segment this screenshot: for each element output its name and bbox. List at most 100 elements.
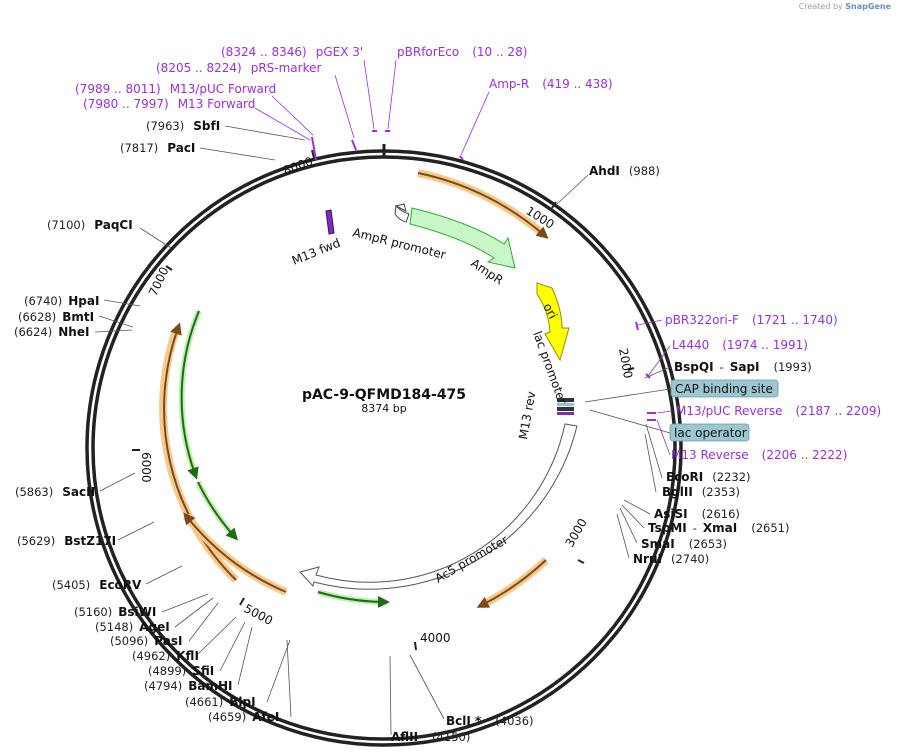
orange-orfs	[159, 169, 549, 609]
svg-text:(5148)AgeI: (5148) AgeI	[95, 620, 170, 634]
site-ecori-pos: (2232)	[712, 470, 750, 484]
feature-label-m13-fwd: M13 fwd	[290, 236, 342, 268]
boxed-labels: CAP binding site lac operator	[669, 379, 779, 442]
primer-marks	[311, 130, 656, 421]
primer-m13-forward-name: M13 Forward	[178, 97, 256, 111]
svg-text:BspQI-SapI(1993): BspQI-SapI(1993)	[674, 360, 812, 374]
site-bmti-name: BmtI	[62, 310, 94, 324]
svg-text:(4962)KflI: (4962) KflI	[132, 649, 199, 663]
orf-orange-1	[417, 172, 549, 239]
site-hpai-pos: (6740)	[24, 294, 62, 308]
primer-m13puc-rev-range: (2187 .. 2209)	[796, 404, 882, 418]
tick-7000	[165, 265, 173, 271]
site-asisi-pos: (2616)	[702, 507, 740, 521]
site-bspqi-pos: (1993)	[774, 360, 812, 374]
site-pasi-pos: (5096)	[110, 634, 148, 648]
site-ahdi-pos: (988)	[629, 164, 660, 178]
site-sacii-pos: (5863)	[15, 485, 53, 499]
primer-pgex-name: pGEX 3'	[316, 45, 363, 59]
svg-text:Amp-R(419 .. 438): Amp-R(419 .. 438)	[489, 77, 613, 91]
site-agei-name: AgeI	[139, 620, 169, 634]
site-tspmi-pos: (2651)	[751, 521, 789, 535]
ampr-arrow	[409, 207, 516, 269]
site-aflii-name: AflII	[391, 730, 418, 744]
orf-orange-4-glow	[182, 513, 288, 596]
site-sfii-pos: (4899)	[148, 664, 186, 678]
tick-label-8000: 8000	[281, 154, 314, 178]
svg-text:BclI *(4036): BclI *(4036)	[446, 714, 534, 728]
ori-arrow	[536, 282, 570, 362]
primer-m13-reverse-range: (2206 .. 2222)	[762, 448, 848, 462]
primer-ampr-name: Amp-R	[489, 77, 529, 91]
snapgene-brand: SnapGene	[845, 2, 891, 11]
site-agei-pos: (5148)	[95, 620, 133, 634]
svg-text:(7989 .. 8011)M13/pUC Forward: (7989 .. 8011)M13/pUC Forward	[75, 82, 276, 96]
site-blpi-pos: (4661)	[185, 695, 223, 709]
svg-text:(5629)BstZ17I: (5629)BstZ17I	[17, 534, 116, 548]
site-bamhi-pos: (4794)	[144, 679, 182, 693]
svg-text:(7980 .. 7997)M13 Forward: (7980 .. 7997) M13 Forward	[83, 97, 255, 111]
site-leaders	[94, 125, 671, 736]
primer-l4440-name: L4440	[672, 338, 709, 352]
site-paci-pos: (7817)	[120, 141, 158, 155]
primer-m13-reverse-name: M13 Reverse	[671, 448, 749, 462]
feature-label-ac5-promoter: Ac5 promoter	[433, 533, 511, 586]
orf-orange-3-glow	[159, 328, 239, 583]
tick-marks	[132, 149, 635, 651]
svg-text:M13 Reverse(2206 .. 2222): M13 Reverse (2206 .. 2222)	[671, 448, 847, 462]
primer-leaders	[254, 59, 673, 456]
lac-operator-label: lac operator	[674, 426, 747, 440]
svg-text:AhdI(988): AhdI(988)	[589, 164, 660, 178]
primer-pbr322ori-range: (1721 .. 1740)	[752, 313, 838, 327]
tick-label-5000: 5000	[242, 601, 276, 628]
site-xmai-name: XmaI	[703, 521, 737, 535]
site-sbfi-name: SbfI	[193, 119, 220, 133]
primer-m13-forward-range: (7980 .. 7997)	[83, 97, 169, 111]
svg-text:(5405)EcoRV: (5405) EcoRV	[52, 578, 142, 592]
orf-orange-2	[476, 559, 547, 608]
site-aflii-pos: (4150)	[432, 730, 470, 744]
svg-text:(6740)HpaI: (6740)HpaI	[24, 294, 99, 308]
site-pasi-name: PasI	[154, 634, 182, 648]
primer-rs-range: (8205 .. 8224)	[156, 61, 242, 75]
site-kfli-name: KflI	[176, 649, 199, 663]
svg-text:(4899)SfiI: (4899)SfiI	[148, 664, 214, 678]
svg-text:(4661)BlpI: (4661) BlpI	[185, 695, 256, 709]
site-bspqi-name: BspQI	[674, 360, 714, 374]
ac5-promoter-arrow	[299, 423, 578, 590]
site-ecorv-name: EcoRV	[99, 578, 142, 592]
svg-text:AflII(4150): AflII (4150)	[391, 730, 470, 744]
primer-pbr322ori-name: pBR322ori-F	[665, 313, 739, 327]
credit-prefix: Created by	[798, 2, 843, 11]
feature-label-m13-rev: M13 rev	[516, 390, 538, 440]
svg-text:L4440(1974 .. 1991): L4440(1974 .. 1991)	[672, 338, 808, 352]
lac-operator-box	[669, 423, 750, 442]
tick-3000	[577, 559, 585, 564]
svg-text:NruI(2740): NruI(2740)	[633, 552, 709, 566]
orf-green-1	[180, 310, 200, 480]
primer-pbrforeco-range: (10 .. 28)	[472, 45, 527, 59]
site-paci-name: PacI	[167, 141, 195, 155]
site-paqci-name: PaqCI	[94, 218, 132, 232]
primer-rs-name: pRS-marker	[251, 61, 322, 75]
site-bglii-name: BglII	[662, 485, 693, 499]
orf-orange-2-glow	[480, 557, 549, 609]
tick-5000	[239, 597, 245, 606]
site-afei-pos: (4659)	[208, 710, 246, 724]
site-afei-name: AfeI	[252, 710, 279, 724]
site-bmti-pos: (6628)	[18, 310, 56, 324]
site-kfli-pos: (4962)	[132, 649, 170, 663]
site-nrui-pos: (2740)	[671, 552, 709, 566]
primer-mark-pbr322	[635, 321, 639, 331]
tick-label-3000: 3000	[562, 516, 589, 549]
svg-text:EcoRI(2232): EcoRI(2232)	[666, 470, 751, 484]
site-ecorv-pos: (5405)	[52, 578, 90, 592]
primer-m13puc-fwd-range: (7989 .. 8011)	[75, 82, 161, 96]
svg-text:AsiSI(2616): AsiSI(2616)	[654, 507, 740, 521]
site-blpi-name: BlpI	[229, 695, 255, 709]
site-bspqi-sep: -	[720, 360, 724, 374]
site-bsiwi-pos: (5160)	[74, 605, 112, 619]
site-bstz17i-pos: (5629)	[17, 534, 55, 548]
primer-mark-m13fwd	[311, 136, 317, 161]
